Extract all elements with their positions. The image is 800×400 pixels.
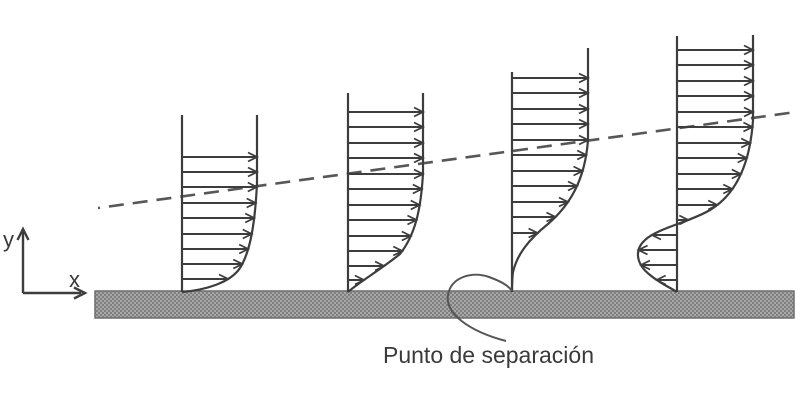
velocity-arrowhead-icon — [392, 245, 405, 257]
velocity-arrowhead-icon — [246, 197, 258, 209]
velocity-arrowhead-icon — [413, 168, 425, 180]
velocity-arrowhead-icon — [407, 214, 419, 226]
velocity-arrowhead-icon — [218, 273, 231, 285]
velocity-arrowhead-icon — [413, 121, 426, 133]
velocity-arrowhead-icon — [244, 212, 257, 224]
x-axis-arrowhead-icon — [73, 286, 88, 300]
velocity-arrowhead-icon — [578, 87, 591, 99]
velocity-arrowhead-icon — [636, 244, 648, 256]
profile-3-arrows — [512, 72, 591, 239]
velocity-arrowhead-icon — [413, 152, 426, 164]
velocity-arrowhead-icon — [731, 168, 743, 180]
velocity-arrowhead-icon — [354, 274, 366, 286]
velocity-arrowhead-icon — [743, 90, 756, 102]
velocity-arrowhead-icon — [528, 227, 540, 239]
separation-point-label: Punto de separación — [383, 342, 594, 368]
profile-2-arrows — [348, 106, 426, 286]
wall-surface — [94, 290, 795, 319]
velocity-arrowhead-icon — [410, 199, 422, 211]
velocity-arrowhead-icon — [740, 137, 753, 149]
velocity-arrowhead-icon — [743, 44, 756, 56]
profile-3-envelope — [510, 48, 590, 293]
velocity-arrowhead-icon — [413, 137, 426, 149]
velocity-arrowhead-icon — [722, 183, 735, 195]
velocity-arrowhead-icon — [247, 166, 260, 178]
y-axis-arrowhead-icon — [16, 226, 30, 241]
velocity-arrowhead-icon — [558, 196, 570, 208]
velocity-arrowhead-icon — [743, 106, 756, 118]
velocity-arrowhead-icon — [232, 258, 245, 270]
velocity-arrowhead-icon — [707, 199, 720, 211]
velocity-arrowhead-icon — [737, 152, 749, 164]
velocity-profile-4 — [636, 35, 756, 293]
velocity-profile-3 — [510, 48, 591, 293]
velocity-arrowhead-icon — [743, 59, 756, 71]
x-axis-label: x — [69, 267, 80, 292]
velocity-arrowhead-icon — [654, 274, 667, 286]
velocity-arrowhead-icon — [743, 75, 756, 87]
velocity-arrowhead-icon — [374, 260, 387, 272]
velocity-arrowhead-icon — [743, 121, 755, 133]
velocity-arrowhead-icon — [401, 230, 413, 242]
separation-leader-line — [446, 273, 513, 342]
coordinate-axes — [16, 226, 88, 300]
velocity-arrowhead-icon — [678, 214, 691, 226]
velocity-profile-2 — [346, 93, 426, 293]
velocity-arrowhead-icon — [242, 228, 254, 240]
velocity-arrowhead-icon — [247, 181, 259, 193]
velocity-arrowhead-icon — [573, 165, 585, 177]
profile-4-arrows — [636, 44, 756, 286]
velocity-arrowhead-icon — [413, 106, 426, 118]
profile-1-arrows — [182, 151, 260, 285]
velocity-arrowhead-icon — [412, 183, 424, 195]
velocity-arrowhead-icon — [238, 243, 251, 255]
profile-4-envelope — [636, 35, 755, 293]
velocity-arrowhead-icon — [578, 72, 591, 84]
y-axis-label: y — [3, 227, 14, 252]
velocity-arrowhead-icon — [576, 149, 589, 161]
velocity-arrowhead-icon — [578, 134, 591, 146]
velocity-profile-1 — [180, 115, 260, 294]
profile-2-envelope — [347, 93, 425, 293]
profile-1-envelope — [181, 115, 259, 294]
velocity-arrowhead-icon — [649, 229, 662, 241]
velocity-arrowhead-icon — [638, 259, 651, 271]
velocity-arrowhead-icon — [247, 151, 260, 163]
velocity-arrowhead-icon — [578, 118, 591, 130]
velocity-arrowhead-icon — [567, 180, 579, 192]
velocity-arrowhead-icon — [546, 211, 558, 223]
velocity-arrowhead-icon — [578, 103, 591, 115]
